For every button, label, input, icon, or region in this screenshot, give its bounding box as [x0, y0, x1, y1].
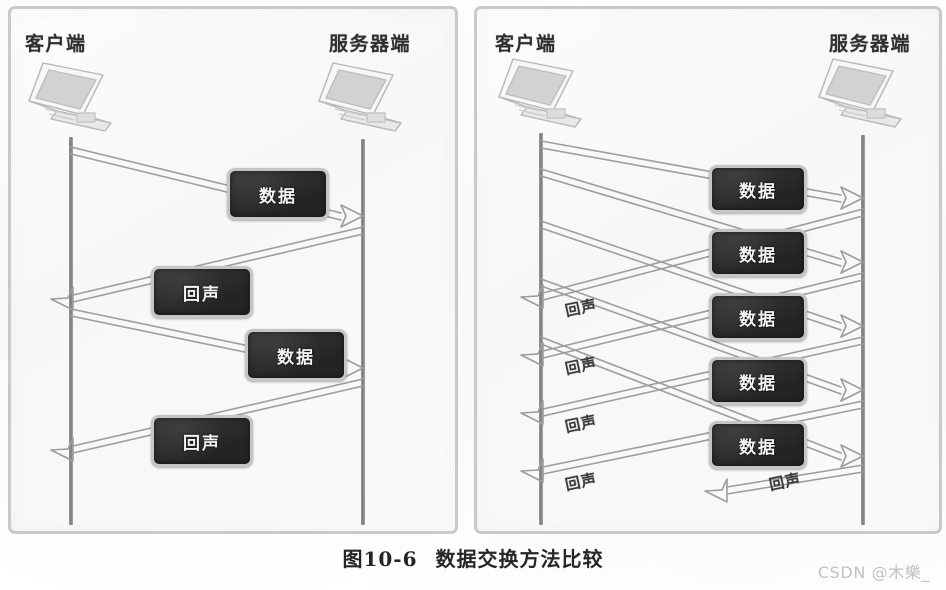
laptop-icon-client-left: [25, 57, 125, 147]
message-box-echo-1: 回声: [151, 266, 253, 318]
laptop-icon-client-right: [495, 53, 595, 143]
panel-stop-and-wait: 客户端 服务器端: [8, 6, 458, 534]
figure-title: 数据交换方法比较: [435, 547, 604, 571]
client-label-left: 客户端: [25, 33, 87, 55]
edge-label-echo-2: 回声: [563, 353, 599, 379]
message-box-data-5: 数据: [709, 421, 807, 469]
arrow-data-3: [540, 220, 864, 338]
server-lifeline-left: [361, 139, 365, 525]
watermark-text: CSDN @木樂_: [817, 563, 930, 582]
figure-caption: 图10-6 数据交换方法比较: [0, 543, 946, 572]
message-box-data-2: 数据: [245, 329, 347, 381]
arrow-data-2: [540, 168, 864, 274]
arrow-echo-3: [520, 336, 864, 425]
figure-number: 图10-6: [342, 547, 418, 571]
laptop-icon-server-left: [315, 57, 415, 147]
edge-label-echo-3: 回声: [563, 411, 599, 437]
client-label-right: 客户端: [495, 33, 557, 55]
message-box-data-1: 数据: [709, 165, 807, 213]
server-lifeline-right: [861, 135, 865, 525]
arrow-echo-1: [520, 208, 864, 309]
message-box-echo-2: 回声: [151, 415, 253, 467]
server-label-right: 服务器端: [829, 33, 912, 55]
edge-label-echo-4: 回声: [563, 469, 599, 495]
arrow-echo-4: [520, 400, 864, 483]
edge-label-echo-1: 回声: [563, 295, 599, 321]
message-box-data-4: 数据: [709, 357, 807, 405]
message-box-data-2: 数据: [709, 229, 807, 277]
arrow-data-1: [540, 140, 864, 210]
panel-pipelined: 客户端 服务器端: [474, 6, 942, 534]
edge-label-echo-5: 回声: [767, 469, 803, 495]
client-lifeline-left: [69, 137, 73, 525]
client-lifeline-right: [539, 133, 543, 525]
message-box-data-3: 数据: [709, 293, 807, 341]
laptop-icon-server-right: [815, 53, 915, 143]
message-box-data-1: 数据: [227, 168, 329, 220]
server-label-left: 服务器端: [329, 33, 412, 55]
